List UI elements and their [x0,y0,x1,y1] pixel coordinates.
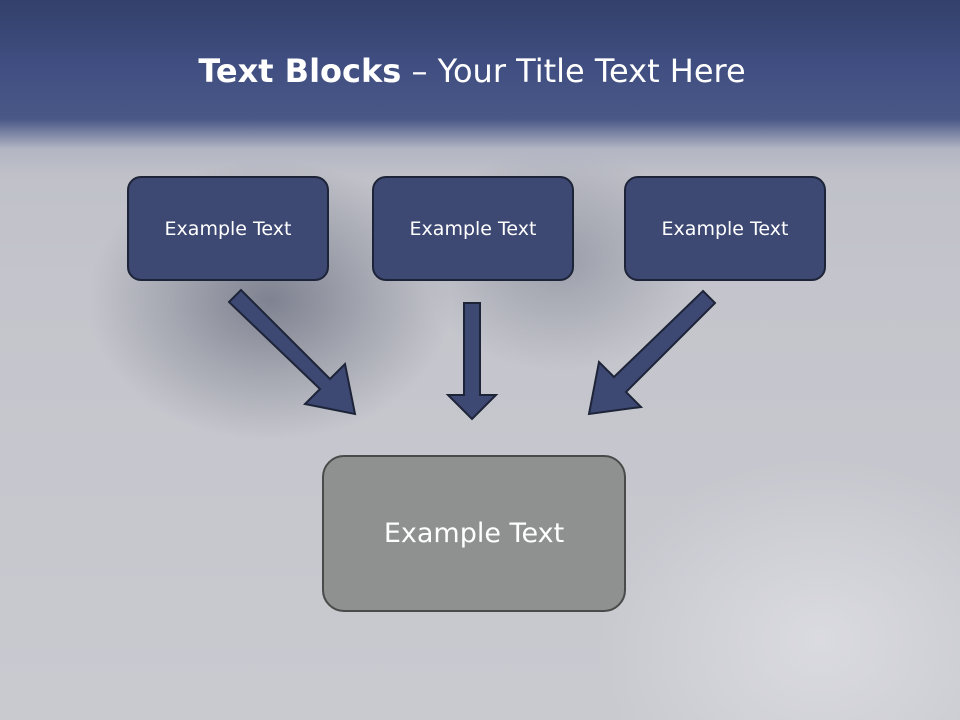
result-block-label: Example Text [383,518,565,549]
header-band [0,0,960,175]
result-block: Example Text [322,455,626,612]
text-block-2-label: Example Text [409,217,537,240]
title-bold: Text Blocks [198,52,402,90]
title-rest: Your Title Text Here [437,52,746,90]
text-block-3: Example Text [624,176,826,281]
title-separator: – [401,52,438,90]
arrow-center-down [445,302,499,421]
text-block-1: Example Text [127,176,329,281]
text-block-1-label: Example Text [164,217,292,240]
arrow-left-down-right [227,288,357,416]
text-block-3-label: Example Text [661,217,789,240]
text-block-2: Example Text [372,176,574,281]
slide-title: Text Blocks – Your Title Text Here [0,52,944,90]
arrow-right-down-left [587,289,717,416]
